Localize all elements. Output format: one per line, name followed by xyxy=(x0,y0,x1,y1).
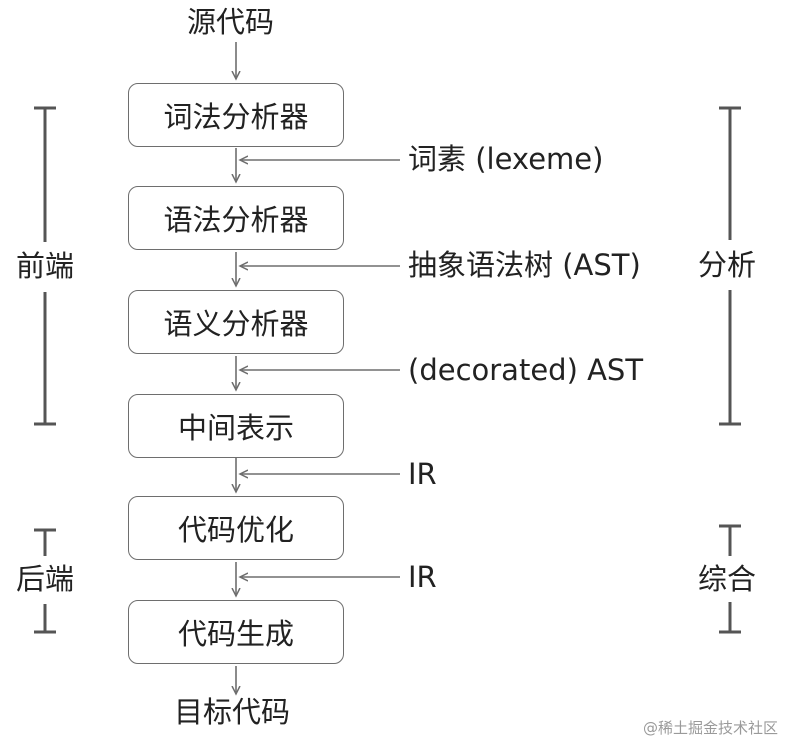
watermark: @稀土掘金技术社区 xyxy=(642,719,778,737)
source-code-label: 源代码 xyxy=(187,5,275,39)
analysis-bracket xyxy=(719,106,741,426)
semantic-analyzer-box: 语义分析器 xyxy=(128,290,344,354)
artifact-label-ir-2: IR xyxy=(408,560,437,594)
lexer-label: 词法分析器 xyxy=(163,100,309,134)
frontend-bracket xyxy=(34,106,56,426)
artifact-label-lexeme: 词素 (lexeme) xyxy=(408,142,604,176)
target-code-label: 目标代码 xyxy=(174,695,291,729)
code-generation-box: 代码生成 xyxy=(128,600,344,664)
code-generation-label: 代码生成 xyxy=(177,617,294,651)
artifact-label-ast: 抽象语法树 (AST) xyxy=(408,248,641,282)
lexer-box: 词法分析器 xyxy=(128,83,344,147)
backend-bracket xyxy=(34,528,56,634)
semantic-analyzer-label: 语义分析器 xyxy=(163,307,309,341)
synthesis-label: 综合 xyxy=(698,562,757,596)
parser-box: 语法分析器 xyxy=(128,186,344,250)
frontend-label: 前端 xyxy=(16,249,75,283)
code-optimization-box: 代码优化 xyxy=(128,496,344,560)
intermediate-representation-box: 中间表示 xyxy=(128,394,344,458)
backend-label: 后端 xyxy=(16,562,75,596)
synthesis-bracket xyxy=(719,524,741,634)
code-optimization-label: 代码优化 xyxy=(177,513,294,547)
parser-label: 语法分析器 xyxy=(163,203,309,237)
analysis-label: 分析 xyxy=(698,248,757,282)
intermediate-representation-label: 中间表示 xyxy=(177,411,294,445)
artifact-label-ir-1: IR xyxy=(408,457,437,491)
artifact-label-decorated-ast: (decorated) AST xyxy=(408,353,644,387)
